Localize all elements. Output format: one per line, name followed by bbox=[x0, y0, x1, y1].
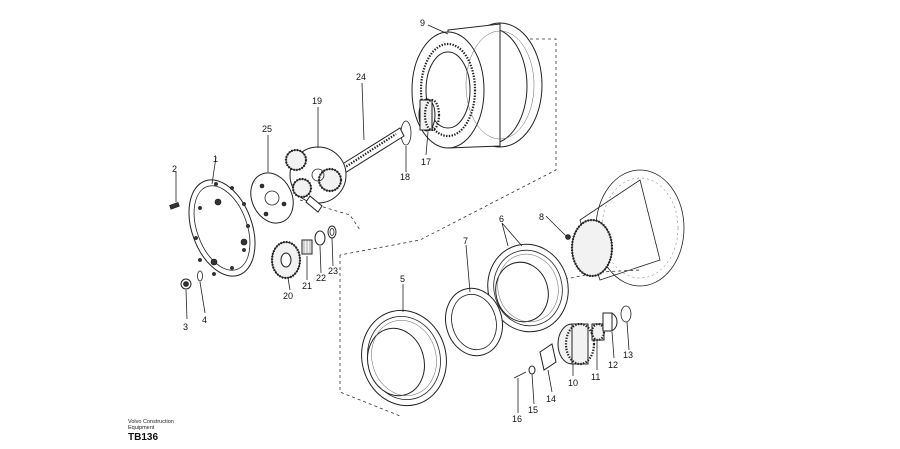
label-part-15: 15 bbox=[528, 405, 538, 415]
diagram-code: TB136 bbox=[128, 432, 159, 443]
washer-part-22 bbox=[314, 230, 326, 246]
gear-part-10 bbox=[557, 322, 596, 366]
carrier-part-19 bbox=[284, 146, 347, 213]
publisher-name: Volvo Construction bbox=[128, 419, 174, 425]
bearing-part-21 bbox=[301, 239, 313, 255]
label-part-9: 9 bbox=[420, 18, 425, 28]
washer-part-23 bbox=[327, 225, 337, 239]
leader-lines bbox=[175, 24, 630, 413]
retaining-ring-part-7 bbox=[445, 287, 503, 357]
label-part-12: 12 bbox=[608, 360, 618, 370]
label-part-8: 8 bbox=[539, 212, 544, 222]
label-part-24: 24 bbox=[356, 72, 366, 82]
bolt-part-2 bbox=[169, 202, 180, 210]
gear-part-11 bbox=[590, 322, 606, 342]
label-part-6: 6 bbox=[499, 214, 504, 224]
planet-gear-part-20 bbox=[270, 240, 302, 280]
label-part-11: 11 bbox=[591, 372, 600, 382]
sun-gear-part-17 bbox=[418, 98, 441, 132]
motor-unit-part-8 bbox=[565, 169, 685, 287]
label-part-2: 2 bbox=[172, 164, 177, 174]
bearing-part-6 bbox=[487, 243, 569, 333]
label-part-22: 22 bbox=[316, 273, 326, 283]
publisher-division: Equipment bbox=[128, 425, 155, 431]
washer-part-15 bbox=[528, 365, 536, 375]
label-part-16: 16 bbox=[512, 414, 522, 424]
floating-seal-part-5 bbox=[361, 309, 447, 407]
part-labels: 1 2 3 4 5 6 7 8 9 10 11 12 13 14 15 16 1… bbox=[172, 18, 633, 424]
label-part-5: 5 bbox=[400, 274, 405, 284]
label-part-17: 17 bbox=[421, 157, 431, 167]
cover-part-1 bbox=[188, 179, 256, 277]
label-part-14: 14 bbox=[546, 394, 556, 404]
thrust-plate-part-25 bbox=[250, 172, 294, 224]
label-part-20: 20 bbox=[283, 291, 293, 301]
o-ring-part-4 bbox=[197, 270, 203, 282]
label-part-10: 10 bbox=[568, 378, 578, 388]
shim-part-13 bbox=[620, 305, 632, 323]
plug-part-3 bbox=[180, 278, 192, 290]
label-part-13: 13 bbox=[623, 350, 633, 360]
label-part-19: 19 bbox=[312, 96, 322, 106]
spacer-part-12 bbox=[602, 312, 618, 332]
label-part-21: 21 bbox=[302, 281, 312, 291]
publisher-footer: Volvo Construction Equipment TB136 bbox=[128, 419, 188, 443]
label-part-3: 3 bbox=[183, 322, 188, 332]
label-part-4: 4 bbox=[202, 315, 207, 325]
plate-part-14 bbox=[539, 343, 557, 371]
label-part-7: 7 bbox=[463, 236, 468, 246]
label-part-25: 25 bbox=[262, 124, 272, 134]
label-part-23: 23 bbox=[328, 266, 338, 276]
pin-part-16 bbox=[513, 371, 527, 379]
label-part-18: 18 bbox=[400, 172, 410, 182]
alignment-guides bbox=[299, 38, 641, 417]
label-part-1: 1 bbox=[213, 154, 218, 164]
